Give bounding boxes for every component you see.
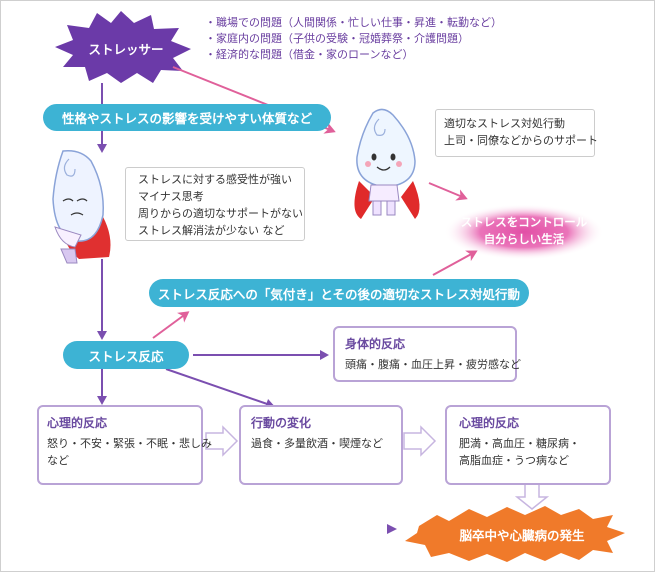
psychological-reaction-line: 怒り・不安・緊張・不眠・悲しみ <box>47 437 212 450</box>
physical-reaction-box: 身体的反応 頭痛・腹痛・血圧上昇・疲労感など <box>333 326 521 382</box>
control-label: ストレスをコントロール 自分らしい生活 <box>449 214 599 248</box>
weak-factor-line: マイナス思考 <box>138 190 204 203</box>
stressor-burst <box>55 11 191 83</box>
weak-factor-line: 周りからの適切なサポートがない <box>138 207 303 220</box>
block-arrow-1 <box>205 425 239 457</box>
final-outcome-label: 脳卒中や心臓病の発生 <box>459 528 585 543</box>
stressor-list: ・職場での問題（人間関係・忙しい仕事・昇進・転勤など） ・家庭内の問題（子供の受… <box>205 15 502 63</box>
good-factor-line: 上司・同僚などからのサポート <box>444 134 598 147</box>
control-line: ストレスをコントロール <box>460 215 588 229</box>
control-glow <box>444 204 604 260</box>
physical-reaction-body: 頭痛・腹痛・血圧上昇・疲労感など <box>345 358 521 371</box>
physical-reaction-title: 身体的反応 <box>345 337 406 351</box>
behavior-change-title: 行動の変化 <box>251 416 312 430</box>
good-factors-callout: 適切なストレス対処行動 上司・同僚などからのサポート <box>435 109 598 157</box>
psychological-reaction-title: 心理的反応 <box>47 416 108 430</box>
stressor-item: ・職場での問題（人間関係・忙しい仕事・昇進・転勤など） <box>205 16 502 29</box>
stressor-item: ・家庭内の問題（子供の受験・冠婚葬祭・介護問題） <box>205 32 469 45</box>
character-weak-icon <box>52 149 111 264</box>
control-line: 自分らしい生活 <box>483 232 565 246</box>
character-happy-icon <box>354 108 420 219</box>
disease-reaction-box: 心理的反応 肥満・高血圧・糖尿病・ 高脂血症・うつ病など <box>445 405 611 485</box>
weak-factor-line: ストレスに対する感受性が強い <box>138 173 292 186</box>
disease-reaction-line: 肥満・高血圧・糖尿病・ <box>459 437 580 450</box>
susceptible-pill: 性格やストレスの影響を受けやすい体質など <box>43 104 331 131</box>
psychological-reaction-box: 心理的反応 怒り・不安・緊張・不眠・悲しみ など <box>37 405 212 485</box>
weak-factors-callout: ストレスに対する感受性が強い マイナス思考 周りからの適切なサポートがない スト… <box>125 167 305 241</box>
weak-factor-line: ストレス解消法が少ない など <box>138 224 285 237</box>
stressor-label: ストレッサー <box>88 42 164 57</box>
behavior-change-body: 過食・多量飲酒・喫煙など <box>251 437 383 450</box>
block-arrow-3 <box>514 482 550 510</box>
final-burst <box>405 506 625 562</box>
disease-reaction-line: 高脂血症・うつ病など <box>459 454 569 467</box>
disease-reaction-title: 心理的反応 <box>459 416 520 430</box>
good-factor-line: 適切なストレス対処行動 <box>444 117 565 130</box>
stress-reaction-pill: ストレス反応 <box>63 341 189 369</box>
awareness-pill: ストレス反応への「気付き」とその後の適切なストレス対処行動 <box>149 279 529 307</box>
stressor-item: ・経済的な問題（借金・家のローンなど） <box>205 48 414 61</box>
behavior-change-box: 行動の変化 過食・多量飲酒・喫煙など <box>239 405 403 485</box>
psychological-reaction-line: など <box>47 454 69 467</box>
block-arrow-2 <box>403 425 437 457</box>
